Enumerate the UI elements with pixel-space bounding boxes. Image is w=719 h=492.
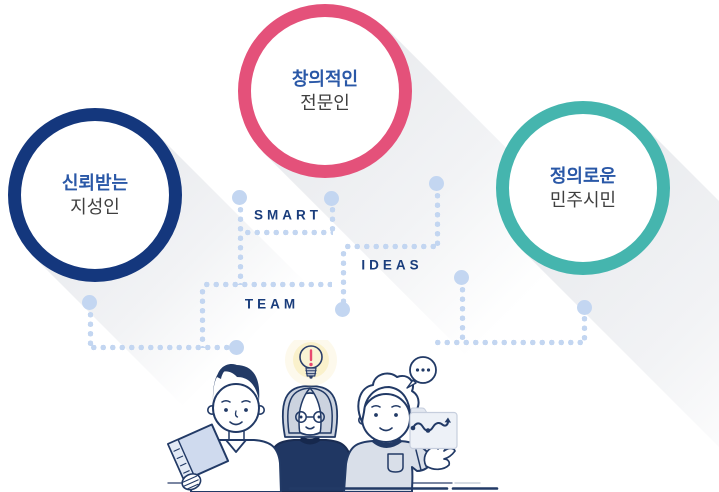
dotted-line — [243, 229, 333, 236]
dotted-line — [433, 339, 585, 346]
dot-endpoint — [335, 302, 350, 317]
circle-title: 신뢰받는 — [61, 172, 129, 193]
keyword-smart: SMART — [254, 207, 322, 223]
book-icon — [167, 423, 230, 491]
dotted-line — [199, 287, 206, 348]
dotted-line — [87, 310, 94, 348]
folder-line-chart-icon — [409, 407, 458, 450]
keyword-team: TEAM — [244, 296, 300, 312]
dotted-line — [581, 314, 588, 343]
circle-trusted-intellectual: 신뢰받는 지성인 — [8, 108, 182, 282]
person-idea-woman — [265, 385, 355, 492]
dot-endpoint — [429, 176, 444, 191]
circle-just-democratic-citizen: 정의로운 민주시민 — [496, 101, 670, 275]
circle-subtitle: 전문인 — [300, 93, 350, 113]
dotted-line — [459, 285, 466, 343]
dotted-line — [329, 205, 336, 233]
keyword-ideas: IDEAS — [361, 257, 423, 273]
glasses-icon — [295, 411, 325, 423]
dotted-line — [237, 205, 244, 285]
person-waving — [343, 356, 458, 492]
dot-endpoint — [577, 300, 592, 315]
dot-endpoint — [454, 270, 469, 285]
speech-bubble-ellipsis-icon — [406, 356, 437, 389]
people-illustration — [167, 340, 499, 492]
circle-title: 정의로운 — [549, 165, 617, 186]
dotted-line — [340, 249, 347, 304]
dotted-line — [434, 191, 441, 247]
circle-subtitle: 민주시민 — [549, 190, 617, 210]
dotted-line — [89, 344, 232, 351]
dot-endpoint — [324, 191, 339, 206]
dot-endpoint — [232, 190, 247, 205]
dotted-line — [202, 281, 332, 288]
person-man-with-book — [167, 364, 282, 492]
lightbulb-exclamation-icon — [285, 340, 337, 386]
dotted-line — [343, 243, 440, 250]
dot-endpoint — [82, 295, 97, 310]
circle-title: 창의적인 — [291, 68, 359, 89]
circle-subtitle: 지성인 — [70, 197, 120, 217]
dot-endpoint — [229, 340, 244, 355]
circle-creative-professional: 창의적인 전문인 — [238, 4, 412, 178]
